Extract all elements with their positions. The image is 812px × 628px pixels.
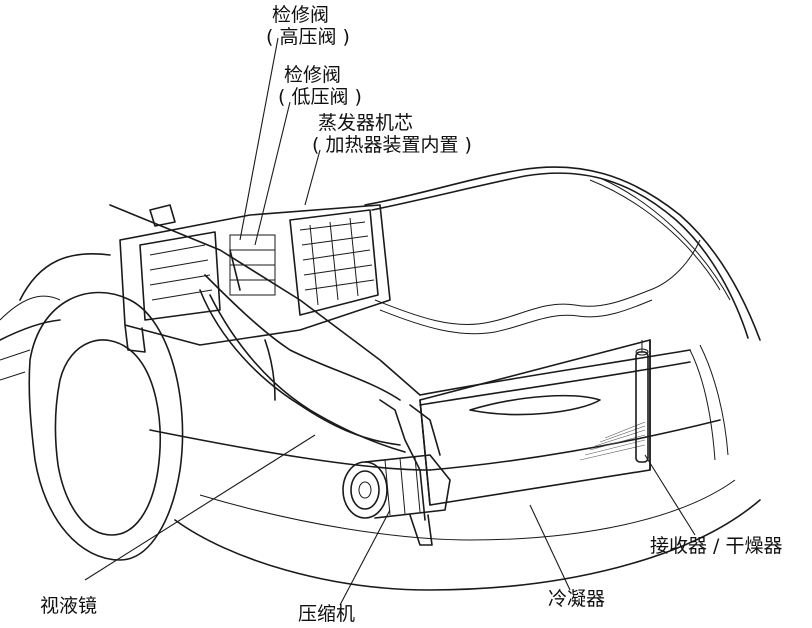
evaporator-unit	[119, 204, 391, 353]
front-wheel	[0, 291, 184, 561]
label-receiver-drier: 接收器 / 干燥器	[650, 535, 783, 557]
label-service-valve-high-line1: 检修阀	[272, 4, 330, 26]
receiver-drier	[635, 340, 649, 463]
leader-service-valve-low	[254, 101, 291, 246]
label-service-valve-high: 检修阀 ( 高压阀 )	[266, 4, 350, 48]
car-body	[0, 166, 761, 591]
refrigerant-lines	[109, 204, 441, 521]
leader-condenser	[529, 504, 571, 591]
leader-compressor	[339, 509, 391, 606]
label-condenser: 冷凝器	[548, 588, 606, 610]
label-compressor: 压缩机	[298, 603, 356, 625]
label-evaporator-core-line1: 蒸发器机芯	[318, 112, 414, 134]
label-sight-glass: 视液镜	[40, 595, 98, 617]
label-service-valve-low-line1: 检修阀	[284, 64, 342, 86]
compressor	[342, 454, 451, 546]
leader-lines	[84, 37, 696, 606]
label-service-valve-high-line2: ( 高压阀 )	[266, 26, 350, 48]
condenser	[419, 339, 651, 506]
leader-evaporator-core	[304, 149, 321, 206]
leader-service-valve-high	[239, 37, 279, 241]
label-service-valve-low: 检修阀 ( 低压阀 )	[278, 64, 362, 108]
leader-receiver-drier	[644, 454, 696, 536]
label-evaporator-core: 蒸发器机芯 ( 加热器装置内置 )	[312, 112, 472, 156]
label-evaporator-core-line2: ( 加热器装置内置 )	[312, 134, 472, 156]
label-service-valve-low-line2: ( 低压阀 )	[278, 86, 362, 108]
leader-sight-glass	[84, 434, 316, 581]
